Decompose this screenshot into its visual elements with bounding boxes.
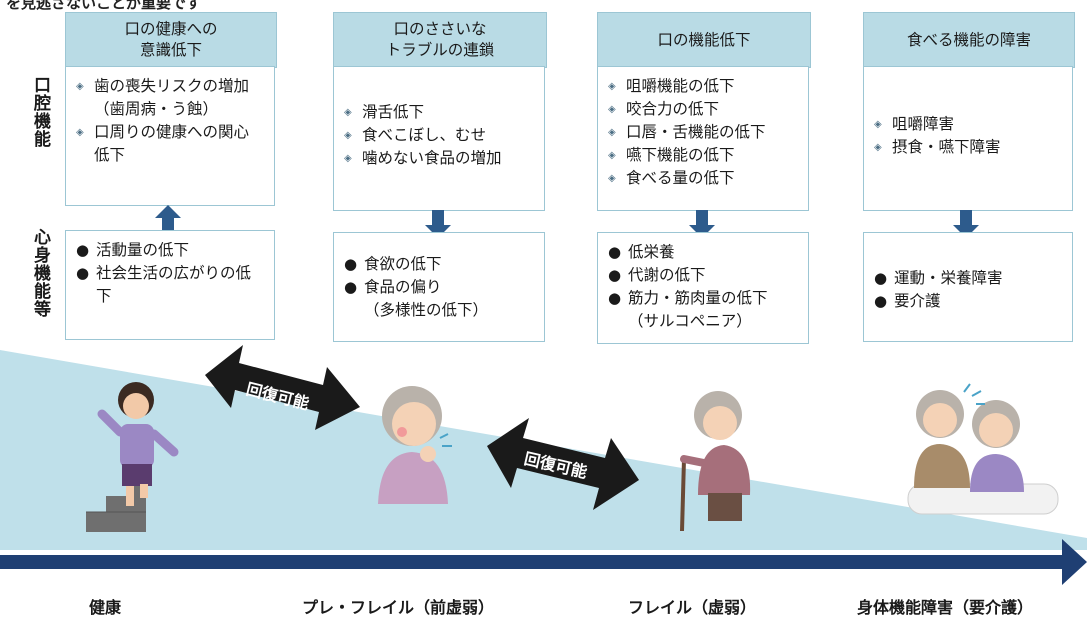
- stage-4-oral-item: 咀嚼障害: [874, 113, 1062, 136]
- healthy-woman-climbing-stairs-illustration: [86, 382, 179, 532]
- stage-label-frailty: フレイル（虚弱）: [628, 598, 757, 617]
- stage-3-oral-item: 咀嚼機能の低下: [608, 75, 798, 98]
- recover-double-arrow-icon: [205, 345, 360, 430]
- stage-3-oral-item: 咬合力の低下: [608, 98, 798, 121]
- stage-2-oral-item: 滑舌低下: [344, 101, 534, 124]
- stage-label-healthy: 健康: [89, 598, 122, 617]
- stage-3-body-item: 代謝の低下: [608, 264, 798, 287]
- stage-1-oral-item: 歯の喪失リスクの増加（歯周病・う蝕）: [76, 75, 264, 121]
- stage-4-body-item: 要介護: [874, 290, 1062, 313]
- stage-label-disability: 身体機能障害（要介護）: [857, 598, 1034, 617]
- stage-3-oral-item: 口唇・舌機能の低下: [608, 121, 798, 144]
- stage-1-oral-item: 口周りの健康への関心低下: [76, 121, 264, 167]
- stage-3-body-box: 低栄養 代謝の低下 筋力・筋肉量の低下 （サルコペニア）: [597, 232, 809, 344]
- stage-3-body-item: 低栄養: [608, 241, 798, 264]
- stage-4-oral-box: 咀嚼障害 摂食・嚥下障害: [863, 66, 1073, 211]
- stage-3-oral-item: 食べる量の低下: [608, 167, 798, 190]
- stage-2-body-item: 食欲の低下: [344, 253, 534, 276]
- up-arrow-icon: [155, 205, 181, 233]
- down-arrow-icon: [689, 210, 715, 238]
- row-label-mind-body: 心身機能等: [30, 228, 50, 318]
- stage-1-oral-box: 歯の喪失リスクの増加（歯周病・う蝕） 口周りの健康への関心低下: [65, 66, 275, 206]
- stage-2-header: 口のささいな トラブルの連鎖: [333, 12, 547, 68]
- stage-2-oral-item: 噛めない食品の増加: [344, 147, 534, 170]
- stage-label-prefrailty: プレ・フレイル（前虚弱）: [302, 598, 495, 617]
- stage-4-body-item: 運動・栄養障害: [874, 267, 1062, 290]
- down-arrow-icon: [425, 210, 451, 238]
- frail-elderly-woman-with-cane-illustration: [680, 391, 751, 532]
- stage-1-header: 口の健康への 意識低下: [65, 12, 277, 68]
- stage-4-oral-item: 摂食・嚥下障害: [874, 136, 1062, 159]
- coughing-elderly-woman-illustration: [378, 386, 452, 504]
- stage-4-header: 食べる機能の障害: [863, 12, 1075, 68]
- stage-1-body-item: 活動量の低下: [76, 239, 264, 262]
- stage-3-header: 口の機能低下: [597, 12, 811, 68]
- stage-4-body-box: 運動・栄養障害 要介護: [863, 232, 1073, 342]
- stage-2-body-item: 食品の偏り （多様性の低下）: [344, 276, 534, 322]
- stage-2-oral-item: 食べこぼし、むせ: [344, 124, 534, 147]
- stage-2-body-box: 食欲の低下 食品の偏り （多様性の低下）: [333, 232, 545, 342]
- progression-axis-arrow: [0, 539, 1087, 585]
- top-caption: を見逃さないことが重要です: [6, 0, 202, 12]
- care-needed-elderly-couple-illustration: [907, 383, 1059, 515]
- stage-2-oral-box: 滑舌低下 食べこぼし、むせ 噛めない食品の増加: [333, 66, 545, 211]
- stage-3-body-item: 筋力・筋肉量の低下 （サルコペニア）: [608, 287, 798, 333]
- stage-1-body-item: 社会生活の広がりの低下: [76, 262, 264, 308]
- down-arrow-icon: [953, 210, 979, 238]
- stage-1-body-box: 活動量の低下 社会生活の広がりの低下: [65, 230, 275, 340]
- stage-3-oral-box: 咀嚼機能の低下 咬合力の低下 口唇・舌機能の低下 嚥下機能の低下 食べる量の低下: [597, 66, 809, 211]
- recover-double-arrow-icon: [487, 418, 639, 510]
- stage-3-oral-item: 嚥下機能の低下: [608, 144, 798, 167]
- row-label-oral: 口腔機能: [30, 76, 50, 148]
